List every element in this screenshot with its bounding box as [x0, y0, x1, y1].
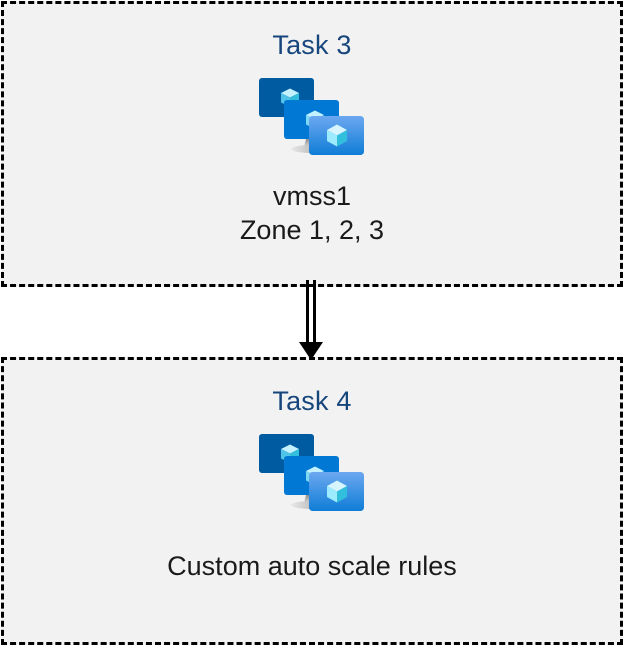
- task-box-task-3[interactable]: Task 3: [1, 1, 623, 287]
- task-caption: vmss1 Zone 1, 2, 3: [240, 179, 384, 247]
- task-caption: Custom auto scale rules: [167, 549, 457, 583]
- caption-line: Zone 1, 2, 3: [239, 215, 385, 245]
- vm-scale-set-icon: [257, 431, 367, 523]
- task-title: Task 3: [272, 30, 352, 60]
- task-title: Task 4: [272, 386, 352, 416]
- caption-line: Custom auto scale rules: [167, 551, 457, 581]
- double-line-down-arrow: [288, 280, 340, 364]
- task-box-task-4[interactable]: Task 4: [1, 357, 623, 645]
- vm-scale-set-icon: [257, 75, 367, 167]
- caption-line: vmss1: [272, 181, 351, 211]
